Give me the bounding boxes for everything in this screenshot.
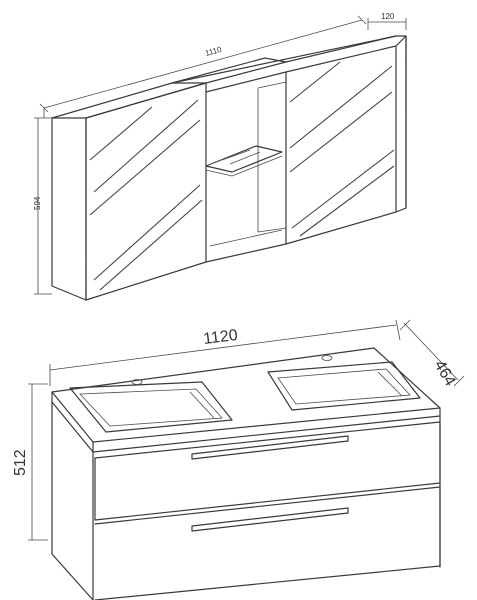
vanity-depth-label: 464	[431, 358, 459, 390]
upper-drawer-handle	[191, 435, 349, 460]
right-basin	[267, 355, 421, 411]
lower-drawer	[94, 486, 441, 600]
open-shelf-section	[205, 71, 287, 263]
dimension-cabinet-width: 1110	[39, 15, 367, 118]
dimension-vanity-depth: 464	[399, 319, 465, 390]
left-faucet-hole	[131, 379, 143, 385]
lower-drawer-handle	[191, 507, 349, 532]
glass-shelf	[205, 145, 283, 173]
left-basin	[69, 379, 233, 433]
vanity-unit: 1120 464 512	[12, 319, 465, 600]
cabinet-height-label: 594	[33, 196, 42, 210]
vanity-height-label: 512	[12, 449, 29, 476]
vanity-width-label: 1120	[202, 327, 238, 348]
right-mirror-door	[285, 35, 407, 245]
dimension-cabinet-depth: 120	[367, 12, 407, 30]
cabinet-depth-label: 120	[381, 12, 395, 21]
right-faucet-hole	[321, 355, 333, 361]
upper-drawer	[94, 421, 441, 521]
dimension-vanity-width: 1120	[49, 319, 401, 386]
mirror-cabinet: 1110 120 594	[33, 12, 407, 301]
dimension-cabinet-height: 594	[33, 117, 52, 295]
left-mirror-door	[85, 82, 207, 301]
dimension-vanity-height: 512	[12, 383, 48, 541]
cabinet-width-label: 1110	[204, 45, 223, 58]
